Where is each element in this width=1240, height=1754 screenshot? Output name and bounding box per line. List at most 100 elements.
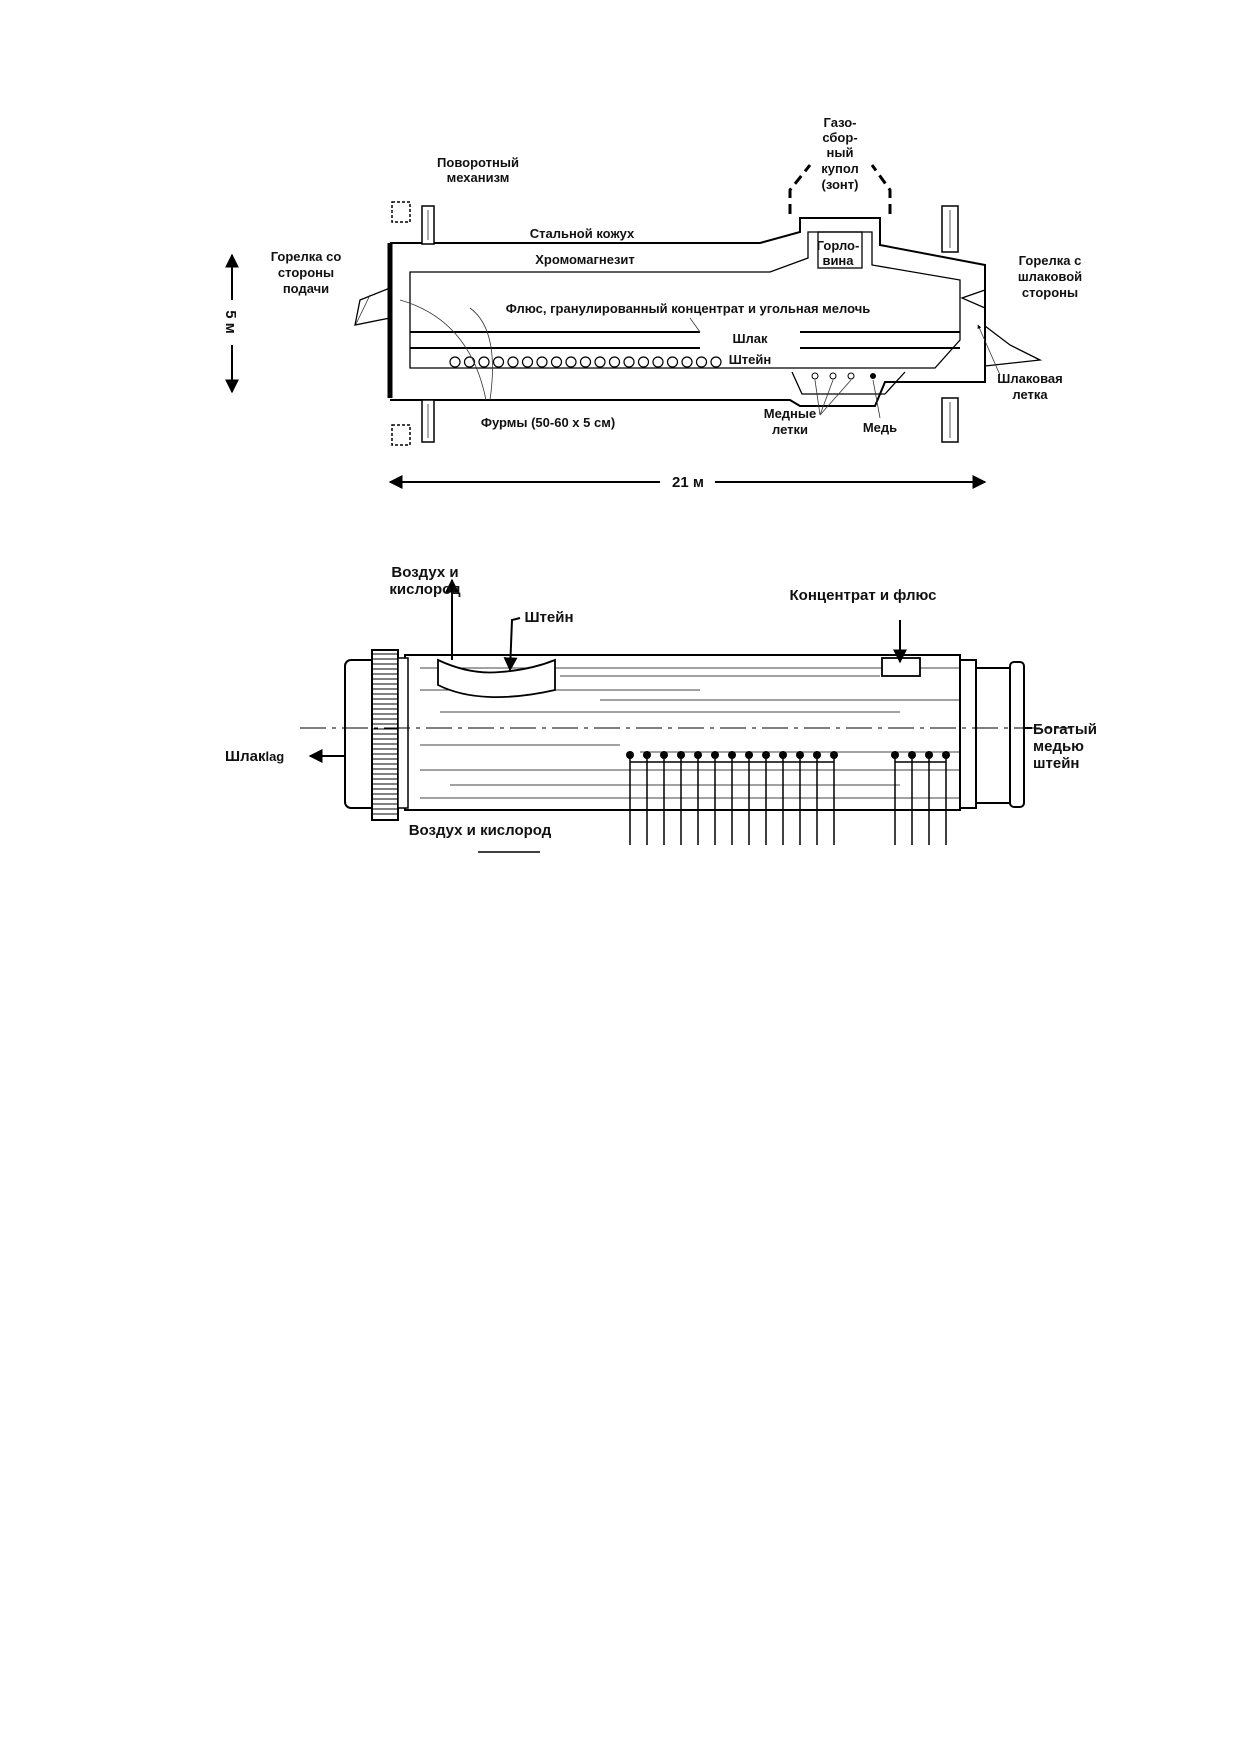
tuyere-joint [745,751,753,759]
converter-view-diagram: Воздух и кислород Штейн Концентрат и флю… [225,564,1097,853]
slag-taphole-label-1: Шлаковая [997,371,1062,386]
slag-burner [960,289,986,309]
tuyere-opening [550,356,563,368]
tuyere-joint [711,751,719,759]
air-oxygen-top-label-1: Воздух и [391,564,458,581]
tuyere-joint [813,751,821,759]
tuyere-opening [695,356,708,368]
feed-burner-label-1: Горелка со [271,249,342,264]
tuyere-opening [507,356,519,368]
copper-taphole-2 [829,372,837,380]
copper-taphole-3 [847,372,855,380]
tuyere-row [449,356,722,368]
tuyere-opening [478,356,490,368]
copper-label: Медь [863,420,897,435]
tuyere-opening [521,356,534,368]
tuyere-leader-2 [399,299,487,401]
rich-matte-label-2: медью [1033,738,1084,755]
matte-in-arrow [503,617,521,672]
tuyere-opening [463,356,476,368]
rich-matte-label-3: штейн [1033,755,1079,772]
throat [817,231,863,269]
steel-shell [390,217,986,407]
tuyere-opening [579,356,592,368]
rotation-mechanism-label-2: механизм [447,170,510,185]
copper-tapholes-label-1: Медные [764,406,817,421]
refractory-lining [409,231,961,369]
gas-hood-label-2: сбор- [822,130,857,145]
height-label: 5 м [222,310,239,334]
slag-burner-label-2: шлаковой [1018,269,1082,284]
gas-hood-label-3: ный [827,145,854,160]
feed-burner-label-2: стороны [278,265,334,280]
gas-hood-label-4: купол [821,161,858,176]
tuyere-opening [710,356,722,368]
tuyere-opening [608,356,621,368]
tuyere-opening [594,356,606,368]
tuyere-joint [660,751,668,759]
tuyere-opening [565,356,577,368]
converter-mouth [437,658,556,699]
gas-hood-left [788,164,812,214]
tuyere-joint [891,751,899,759]
feed-burner-detail [355,294,371,325]
tuyere-opening [623,356,635,368]
tuyere-opening [652,356,664,368]
tuyere-opening [492,356,505,368]
rich-matte-label-1: Богатый [1033,721,1097,738]
steel-shell-label: Стальной кожух [530,226,635,241]
slag-burner-label-3: стороны [1022,285,1078,300]
slag-spout [984,325,1043,367]
copper-tap-leader-3 [819,379,852,416]
air-oxygen-top-label-2: кислород [389,581,461,598]
slag-label-2: Шлакlag [225,748,284,765]
copper-tap-leader-1 [814,379,821,416]
support-left-bottom [391,399,435,446]
tuyere-pipes [626,751,950,845]
tuyere-opening [666,356,679,368]
copper-taphole-1 [811,372,819,380]
support-left-top [391,201,435,245]
rotation-mechanism-label-1: Поворотный [437,155,519,170]
charge-leader [689,317,701,333]
support-right-top [941,205,959,253]
tuyere-opening [449,356,461,368]
tuyere-joint [796,751,804,759]
tuyere-joint [728,751,736,759]
gas-hood-right [870,164,892,214]
tuyeres-label: Фурмы (50-60 х 5 см) [481,415,615,430]
slag-taphole-label-2: летка [1012,387,1048,402]
right-riding-ring [959,659,1025,809]
tuyere-leader [469,307,493,401]
tuyere-joint [677,751,685,759]
tuyere-opening [637,356,650,368]
tuyere-joint [830,751,838,759]
gas-hood-label-5: (зонт) [822,177,859,192]
tuyere-joint [762,751,770,759]
tuyere-joint [694,751,702,759]
throat-label-2: вина [822,253,854,268]
tuyere-opening [681,356,693,368]
slag-taphole-leader [977,324,1001,376]
copper-tap-dot [870,373,876,379]
copper-leader [872,379,881,419]
throat-label-1: Горло- [817,238,860,253]
furnace-section-diagram: 5 м 21 м Поворотный механизм Газо- сбор-… [222,115,1082,491]
length-label: 21 м [672,474,704,491]
copper-tapholes-label-2: летки [772,422,808,437]
gas-hood-label-1: Газо- [824,115,857,130]
concentrate-flux-label: Концентрат и флюс [790,587,937,604]
left-riding-ring [344,649,409,821]
tuyere-opening [536,356,548,368]
matte-top-label: Штейн [524,609,573,626]
matte-label: Штейн [729,352,772,367]
tuyere-joint [925,751,933,759]
slag-label: Шлак [732,331,768,346]
feed-burner [354,287,391,326]
tuyere-joint [942,751,950,759]
charge-label: Флюс, гранулированный концентрат и уголь… [506,301,871,316]
tuyere-joint [643,751,651,759]
feed-burner-label-3: подачи [283,281,329,296]
copper-taphole-well [791,371,906,395]
